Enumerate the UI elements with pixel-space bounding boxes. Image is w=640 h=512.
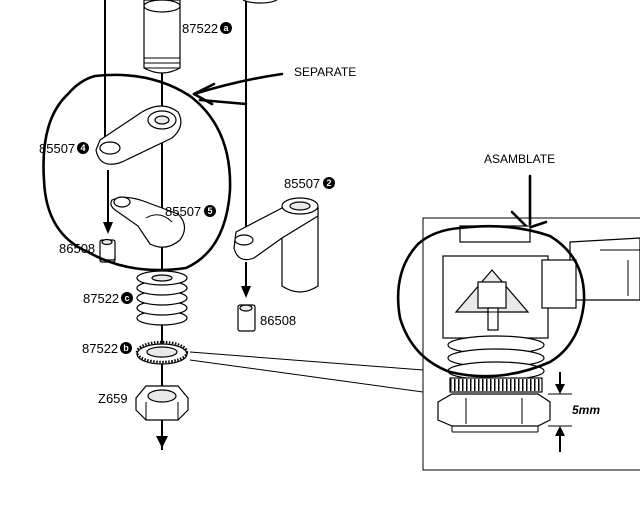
svg-text:c: c xyxy=(124,293,129,303)
svg-text:87522: 87522 xyxy=(83,291,119,306)
part-86508-nut xyxy=(237,304,256,332)
badge-icon xyxy=(323,177,335,189)
svg-text:85507: 85507 xyxy=(284,176,320,191)
svg-text:2: 2 xyxy=(326,178,331,188)
inset-knurled-ring xyxy=(449,377,543,393)
middle-stack xyxy=(233,0,319,332)
shaft-top xyxy=(143,0,181,13)
leader-line-top xyxy=(189,351,424,371)
separate-annotation: SEPARATE xyxy=(192,65,356,106)
part-z659-nut xyxy=(135,385,189,421)
svg-text:85507: 85507 xyxy=(165,204,201,219)
svg-text:Z659: Z659 xyxy=(98,391,128,406)
part-label-87522c: 87522 c xyxy=(83,291,133,306)
badge-icon xyxy=(204,205,216,217)
arrow-down-middle xyxy=(241,262,251,298)
dimension-5mm: 5mm xyxy=(548,372,600,452)
part-label-85507-4: 85507 4 xyxy=(39,141,89,156)
detail-inset: 5mm xyxy=(189,217,640,471)
svg-text:4: 4 xyxy=(80,143,85,153)
part-label-85507-5: 85507 5 xyxy=(165,204,216,219)
badge-icon xyxy=(121,292,133,304)
part-label-z659: Z659 xyxy=(98,391,128,406)
svg-text:85507: 85507 xyxy=(39,141,75,156)
asamblate-annotation: ASAMBLATE xyxy=(484,152,555,230)
arrow-down-bottom xyxy=(156,436,168,448)
svg-text:5mm: 5mm xyxy=(572,403,600,417)
part-label-86508: 86508 xyxy=(260,313,296,328)
svg-text:a: a xyxy=(223,23,229,33)
svg-text:b: b xyxy=(123,343,129,353)
part-87522a xyxy=(143,0,181,74)
part-85507-2 xyxy=(233,197,319,293)
badge-icon xyxy=(77,142,89,154)
arm-5 xyxy=(110,196,186,248)
inset-hex-nut xyxy=(437,393,551,427)
part-85507-5 xyxy=(110,196,186,248)
part-label-85507-2: 85507 2 xyxy=(284,176,335,191)
part-label-87522b: 87522 b xyxy=(82,341,132,356)
badge-icon xyxy=(120,342,132,354)
part-85507-4 xyxy=(95,105,182,165)
svg-text:SEPARATE: SEPARATE xyxy=(294,65,356,79)
dim-arrow-down-icon xyxy=(555,384,565,394)
separate-circle xyxy=(42,73,232,272)
badge-icon xyxy=(220,22,232,34)
left-shock-stack xyxy=(95,0,189,450)
svg-text:5: 5 xyxy=(207,206,212,216)
arrow-down-left xyxy=(103,170,113,234)
separate-arrow xyxy=(192,72,284,96)
asamblate-circle xyxy=(396,224,586,378)
dim-arrow-up-icon xyxy=(555,426,565,436)
part-87522b-ring xyxy=(135,340,189,365)
part-label-87522a: 87522 a xyxy=(182,21,232,36)
inset-frame xyxy=(422,217,640,471)
svg-text:87522: 87522 xyxy=(182,21,218,36)
svg-text:87522: 87522 xyxy=(82,341,118,356)
part-87522c-spring xyxy=(136,270,188,326)
leader-line-bottom xyxy=(189,359,424,393)
svg-text:86508: 86508 xyxy=(260,313,296,328)
svg-text:ASAMBLATE: ASAMBLATE xyxy=(484,152,555,166)
